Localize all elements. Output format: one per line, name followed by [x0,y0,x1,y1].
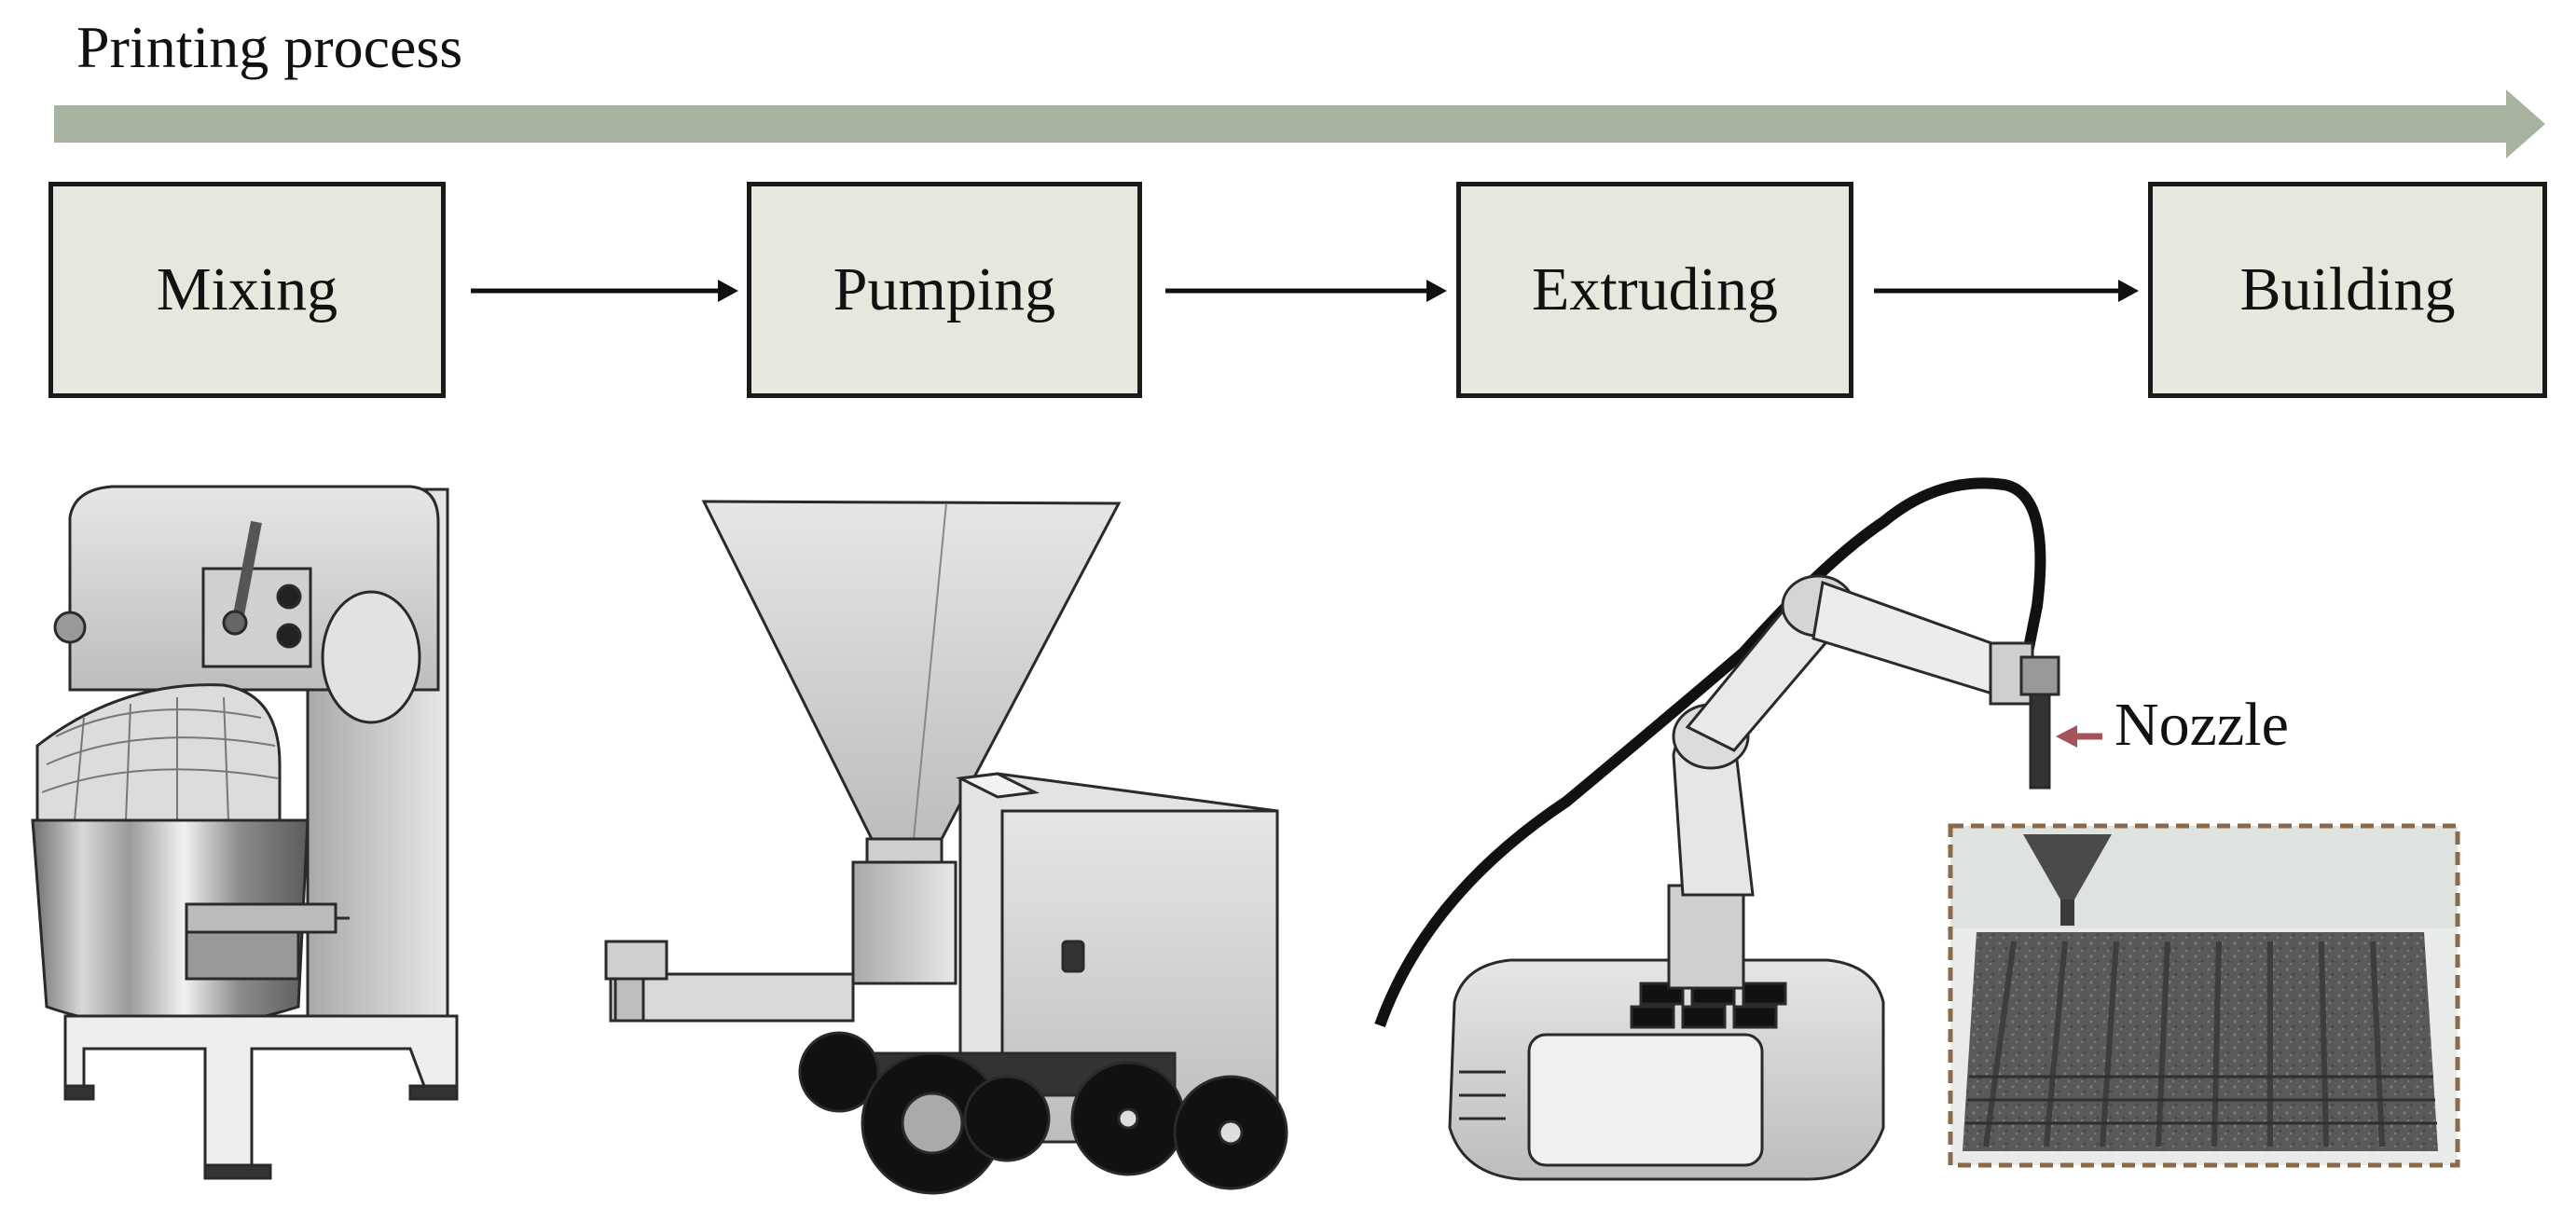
connector-arrow [1874,280,2139,302]
robot-arm-printer-icon [1374,477,2060,1181]
step-label: Building [2239,255,2456,323]
step-label: Pumping [833,255,1056,323]
step-label: Mixing [156,255,338,323]
nozzle-label: Nozzle [2115,691,2289,759]
step-pumping: Pumping [747,182,1142,398]
mixer-machine-icon [31,485,459,1180]
concrete-pump-icon [604,500,1288,1195]
step-building: Building [2148,182,2547,398]
step-extruding: Extruding [1456,182,1853,398]
step-mixing: Mixing [48,182,446,398]
printed-layers-photo-icon [1948,823,2460,1168]
connector-arrow [471,280,738,302]
step-label: Extruding [1532,255,1778,323]
diagram-title: Printing process [76,14,463,80]
nozzle-pointer-arrow [2056,725,2102,748]
connector-arrow [1165,280,1447,302]
